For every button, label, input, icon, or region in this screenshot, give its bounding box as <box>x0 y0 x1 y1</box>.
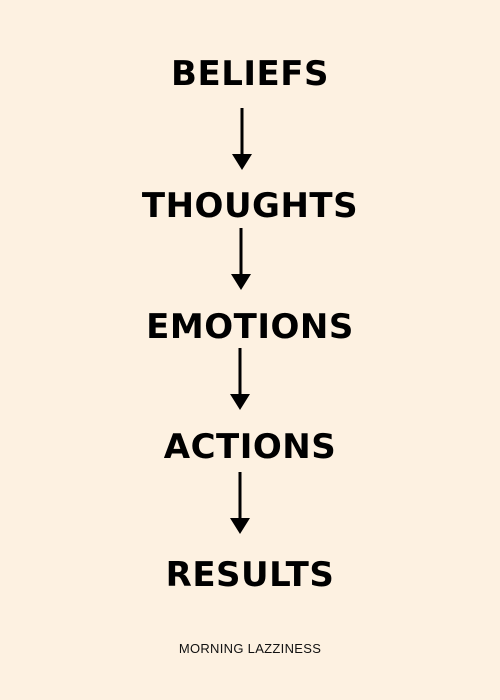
step-emotions: EMOTIONS <box>146 307 354 347</box>
step-results: RESULTS <box>165 555 335 595</box>
arrow-down-icon <box>230 108 254 170</box>
step-thoughts: THOUGHTS <box>141 186 359 226</box>
step-beliefs: BELIEFS <box>171 54 329 94</box>
step-actions: ACTIONS <box>163 427 337 467</box>
arrow-down-icon <box>228 348 252 410</box>
brand-footer: MORNING LAZZINESS <box>178 641 322 656</box>
arrow-down-icon <box>228 472 252 534</box>
arrow-down-icon <box>229 228 253 290</box>
